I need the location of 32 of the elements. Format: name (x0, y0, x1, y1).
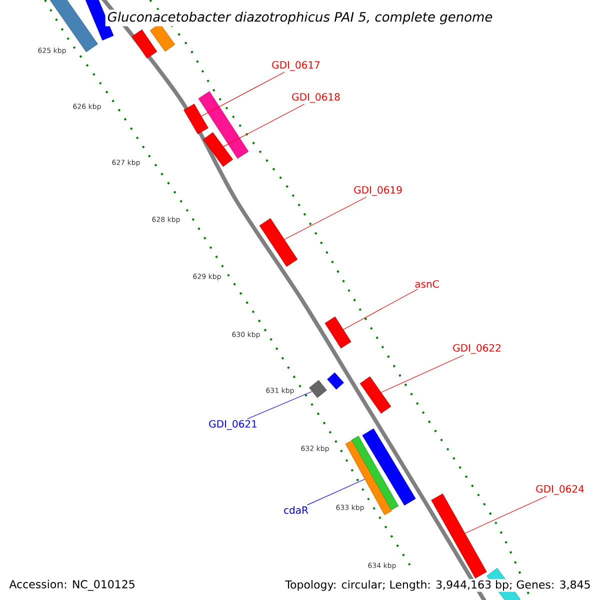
gene-bar (362, 428, 416, 506)
leader-line (464, 496, 547, 534)
gene-bar (49, 0, 98, 52)
leader-line (380, 354, 464, 393)
footer-text: Accession: NC_010125 (8, 578, 136, 592)
footer-text: Topology: circular; Length: 3,944,163 bp; Genes: 3,845 (284, 579, 592, 592)
gene-label: asnC (415, 280, 439, 288)
gene-bar (351, 436, 399, 510)
gene-bar (203, 132, 234, 167)
gene-label: GDI_0617 (272, 61, 320, 71)
gene-label: GDI_0624 (536, 485, 584, 495)
title: Gluconacetobacter diazotrophicus PAI 5, complete genome (105, 10, 495, 26)
gene-bar (198, 91, 249, 159)
gene-bar (309, 380, 327, 398)
leader-line (201, 72, 285, 116)
gene-label: cdaR (284, 506, 308, 514)
gene-bar (259, 218, 298, 267)
leader-line (284, 196, 367, 240)
gene-label: GDI_0622 (453, 344, 500, 354)
gene-label: GDI_0621 (209, 420, 256, 430)
gene-bar (184, 104, 208, 134)
gene-bar (327, 372, 344, 390)
gene-bar (431, 494, 487, 578)
gene-bar (324, 316, 352, 348)
gene-bar (360, 376, 392, 414)
leader-line (223, 104, 305, 147)
gene-label: GDI_0619 (354, 186, 402, 196)
leader-line (307, 478, 365, 506)
leader-line (343, 288, 418, 330)
gene-label: GDI_0618 (292, 93, 340, 103)
gene-bar (132, 29, 158, 59)
leader-line (247, 391, 312, 420)
